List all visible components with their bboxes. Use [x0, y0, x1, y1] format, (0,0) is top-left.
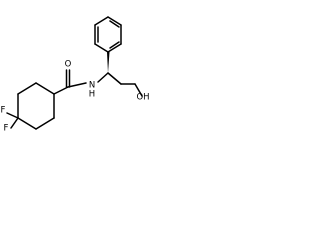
- oxygen-label: O: [65, 60, 72, 70]
- molecule-structure: O N H F F OH: [1, 16, 150, 134]
- side-chain-bond: [134, 83, 143, 97]
- n-ch-bond: [97, 72, 109, 83]
- nitrogen-hydrogen-label: H: [89, 90, 95, 100]
- ring-bond: [35, 117, 55, 130]
- nitrogen-label: N: [89, 81, 95, 91]
- aromatic-inner-bond: [109, 41, 120, 49]
- cf-bond: [10, 117, 19, 129]
- ring-bond: [17, 117, 37, 130]
- ring-bond: [17, 82, 37, 95]
- cyclohexane-ring: [17, 82, 55, 130]
- ring-bond: [107, 16, 122, 26]
- hydroxyl-label: OH: [136, 93, 149, 103]
- ring-bond: [35, 82, 55, 95]
- fluorine-label: F: [1, 106, 6, 116]
- phenyl-ring: [94, 16, 122, 53]
- ring-bond: [94, 16, 109, 26]
- stereo-wedge: [107, 52, 110, 73]
- ring-bond: [107, 43, 122, 53]
- ring-bond: [94, 43, 109, 53]
- cf-bond: [6, 112, 19, 119]
- amide-bond: [67, 82, 87, 88]
- aromatic-inner-bond: [109, 20, 120, 28]
- structure-canvas: O N H F F OH: [0, 0, 150, 150]
- ring-carbonyl-bond: [53, 86, 69, 95]
- side-chain-bond: [107, 72, 122, 85]
- fluorine-label: F: [4, 124, 9, 134]
